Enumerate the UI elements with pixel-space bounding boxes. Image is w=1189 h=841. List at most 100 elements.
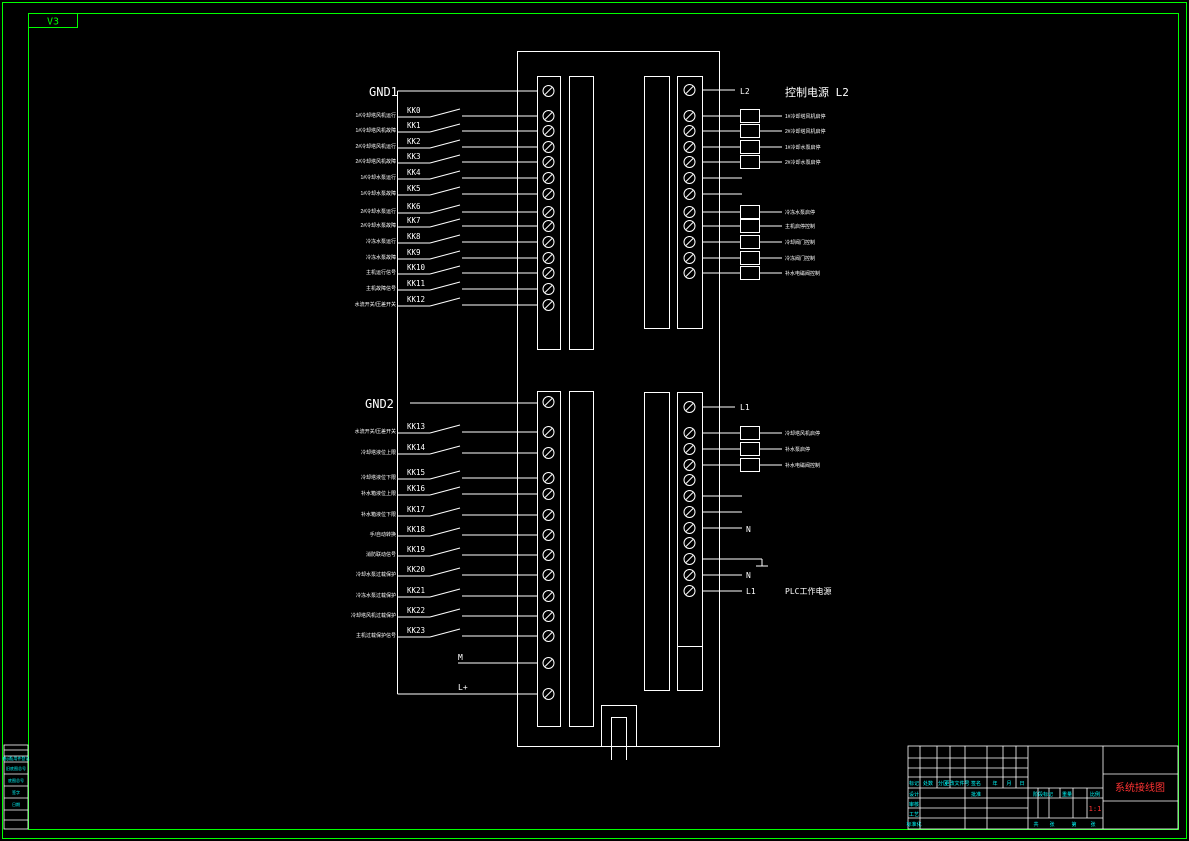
terminal-br-l1-ring <box>683 401 696 413</box>
terminal-tl-10 <box>542 267 555 279</box>
terminal-tl-7-ring <box>542 220 555 232</box>
terminal-tl-10-slot <box>544 269 553 277</box>
signal-label: 1#冷却水泵故障 <box>360 190 396 197</box>
cabinet-outline <box>397 51 720 760</box>
stage-label: 阶段标记 <box>1033 791 1053 798</box>
terminal-bl-7-slot <box>544 571 553 579</box>
cable-entry <box>601 705 637 746</box>
terminal-tl-4 <box>542 172 555 184</box>
output-row: 2#冷却水泵启停 <box>702 155 821 169</box>
output-label: 冷冻阀门控制 <box>785 255 815 262</box>
terminal-br-extra-3-slot <box>685 524 694 532</box>
terminal-br-extra-0 <box>683 474 696 486</box>
terminal-bl-4 <box>542 509 555 521</box>
terminal-br-extra-7 <box>683 585 696 597</box>
switch-contact-icon <box>429 204 461 214</box>
terminal-br-extra-1 <box>683 490 696 502</box>
terminal-tr-3 <box>683 156 696 168</box>
switch-label: KK2 <box>407 137 421 146</box>
terminal-bl-5-slot <box>544 531 553 539</box>
output-label: 2#冷却水泵启停 <box>785 159 821 166</box>
switch-contact-icon <box>429 628 461 638</box>
switch-contact-icon <box>429 265 461 275</box>
relay-coil-icon <box>740 251 760 265</box>
relay-coil-icon <box>740 140 760 154</box>
terminal-tl-0-slot <box>544 112 553 120</box>
switch-contact-icon <box>429 486 461 496</box>
output-label: 1#冷却塔风机启停 <box>785 113 826 120</box>
switch-contact-icon <box>429 250 461 260</box>
terminal-br-extra-1-slot <box>685 492 694 500</box>
terminal-tr-4-slot <box>685 174 694 182</box>
wire-duct-tr <box>644 76 670 329</box>
switch-label: KK1 <box>407 121 421 130</box>
terminal-br-extra-7-slot <box>685 587 694 595</box>
terminal-tl-gnd-slot <box>544 87 553 95</box>
drawing-scale: 1:1 <box>1089 805 1102 813</box>
switch-label: KK9 <box>407 248 421 257</box>
input-row: KK2 2#冷却塔风机运行 <box>355 137 537 150</box>
relay-coil-icon <box>740 426 760 440</box>
output-label: 主机启停控制 <box>785 223 815 230</box>
signal-label: 1#冷却水泵运行 <box>360 174 396 181</box>
terminal-tl-8 <box>542 236 555 248</box>
role-label: 工艺 <box>909 812 919 818</box>
switch-contact-icon <box>429 139 461 149</box>
output-row: 冷却阀门控制 <box>702 235 815 249</box>
relay-coil-icon <box>740 155 760 169</box>
role-label: 标准化 <box>906 821 921 828</box>
sheet-label: 张 <box>1090 821 1095 828</box>
terminal-br-extra-0-ring <box>683 474 696 486</box>
terminal-br-extra-3-ring <box>683 522 696 534</box>
terminal-tl-2 <box>542 141 555 153</box>
n-label: N <box>746 525 751 534</box>
relay-coil-icon <box>740 458 760 472</box>
sheet-tag: V3 <box>47 17 59 28</box>
terminal-tr-0-ring <box>683 110 696 122</box>
wiring-diagram: KK01#冷却塔风机运行KK11#冷却塔风机故障KK22#冷却塔风机运行KK32… <box>351 84 826 700</box>
output-label: 2#冷却塔风机启停 <box>785 128 826 135</box>
signal-label: 1#冷却塔风机运行 <box>355 112 396 119</box>
terminal-bl-lplus-ring <box>542 688 555 700</box>
terminal-br-extra-6 <box>683 569 696 581</box>
stage-label: 重量 <box>1062 791 1072 798</box>
signal-label: 2#冷却塔风机运行 <box>355 143 396 150</box>
l1-label-top: L1 <box>740 403 750 412</box>
header-cell: 签名 <box>971 780 981 787</box>
signal-label: 冷冻水泵故障 <box>366 254 396 261</box>
terminal-bl-gnd-slot <box>544 398 553 406</box>
n2-label: N <box>746 571 751 580</box>
terminal-br-1-ring <box>683 443 696 455</box>
switch-contact-icon <box>429 186 461 196</box>
switch-label: KK23 <box>407 626 425 635</box>
signal-label: 主机过载保护信号 <box>356 632 396 639</box>
switch-contact-icon <box>429 281 461 291</box>
terminal-br-0-ring <box>683 427 696 439</box>
output-row: 冷冻水泵启停 <box>702 205 815 219</box>
terminal-tl-7-slot <box>544 222 553 230</box>
terminal-br-0 <box>683 427 696 439</box>
switch-contact-icon <box>429 123 461 133</box>
relay-coil-icon <box>740 109 760 123</box>
switch-label: KK0 <box>407 106 421 115</box>
role-label: 设计 <box>909 791 919 798</box>
terminal-bl-5 <box>542 529 555 541</box>
output-label: 冷却塔风机启停 <box>785 430 820 437</box>
terminal-bl-7-ring <box>542 569 555 581</box>
terminal-br-1 <box>683 443 696 455</box>
input-row: KK9 冷冻水泵故障 <box>366 248 537 261</box>
terminal-br-extra-4 <box>683 537 696 549</box>
terminal-tr-10-ring <box>683 267 696 279</box>
relay-coil-icon <box>740 219 760 233</box>
terminal-br-extra-2-ring <box>683 506 696 518</box>
ground-icon <box>756 559 768 567</box>
terminal-bl-8-ring <box>542 590 555 602</box>
switch-label: KK4 <box>407 168 421 177</box>
switch-label: KK19 <box>407 545 425 554</box>
terminal-br-extra-0-slot <box>685 476 694 484</box>
switch-contact-icon <box>429 424 461 434</box>
